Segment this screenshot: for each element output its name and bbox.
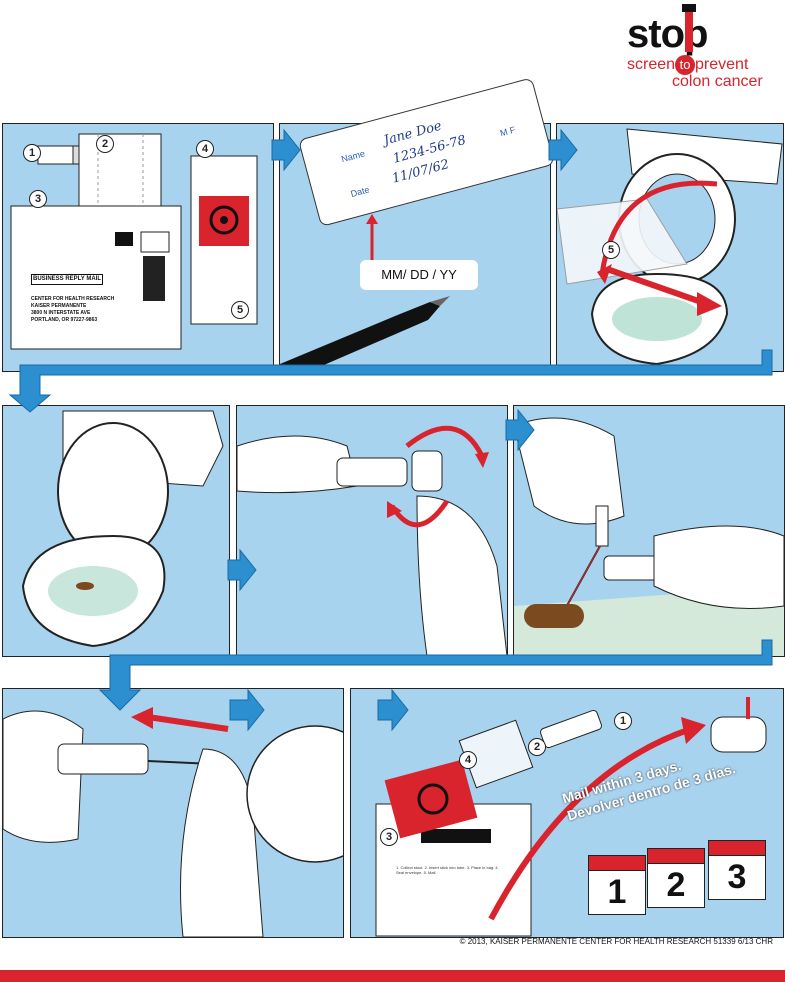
footer-red-bar	[0, 970, 785, 982]
item-number-1: 1	[23, 144, 41, 162]
brm-address: CENTER FOR HEALTH RESEARCH KAISER PERMAN…	[31, 296, 115, 323]
arrow-5-to-6	[505, 408, 535, 452]
toilet-collection-paper-illustration	[557, 128, 783, 366]
package-number-2: 2	[528, 738, 546, 756]
package-number-4: 4	[459, 751, 477, 769]
calendar-day-2: 2	[647, 848, 705, 908]
arrow-row1-down	[8, 349, 773, 413]
package-and-mail-illustration	[375, 697, 767, 937]
kit-contents-illustration	[10, 133, 258, 350]
panel-kit-contents: BUSINESS REPLY MAIL CENTER FOR HEALTH RE…	[2, 123, 274, 372]
sampling-stick-illustration	[514, 417, 784, 656]
arrow-7-zoom	[229, 688, 265, 732]
logo-tagline-2: colon cancer	[672, 73, 763, 90]
logo-bar-cap	[682, 4, 696, 12]
brm-title: BUSINESS REPLY MAIL	[31, 274, 104, 285]
arrow-row2-down	[98, 639, 773, 711]
panel-return-stick	[2, 688, 344, 938]
item-number-5: 5	[231, 301, 249, 319]
logo-prevent: prevent	[695, 56, 749, 73]
arrow-7-to-8	[377, 688, 409, 732]
calendar-day-1: 1	[588, 855, 646, 915]
panel-open-tube	[236, 405, 508, 657]
opening-tube-illustration	[237, 425, 507, 656]
item-number-3: 3	[29, 190, 47, 208]
logo-to: to	[675, 55, 696, 75]
panel-collect-sample	[513, 405, 785, 657]
logo-screen: screen	[627, 56, 676, 73]
logo-bar	[685, 6, 693, 52]
logo-stop: stop	[627, 12, 708, 56]
toilet-with-sample-illustration	[21, 410, 224, 648]
panel-toilet-paper: 5	[556, 123, 784, 372]
paper-item-number: 5	[602, 241, 620, 259]
arrow-2-to-3	[548, 128, 578, 172]
item-number-4: 4	[196, 140, 214, 158]
arrow-4-to-5	[227, 548, 257, 592]
calendar-day-3: 3	[708, 840, 766, 900]
package-number-3: 3	[380, 828, 398, 846]
arrow-1-to-2	[271, 128, 301, 172]
pen-illustration	[280, 214, 450, 371]
panel-toilet-sample	[2, 405, 230, 657]
return-stick-illustration	[3, 707, 343, 937]
instructions-text: 1. Collect stool. 2. Insert stick into t…	[396, 865, 499, 875]
date-format-hint: MM/ DD / YY	[360, 260, 478, 290]
package-number-1: 1	[614, 712, 632, 730]
copyright-footer: © 2013, KAISER PERMANENTE CENTER FOR HEA…	[459, 937, 773, 946]
item-number-2: 2	[96, 135, 114, 153]
